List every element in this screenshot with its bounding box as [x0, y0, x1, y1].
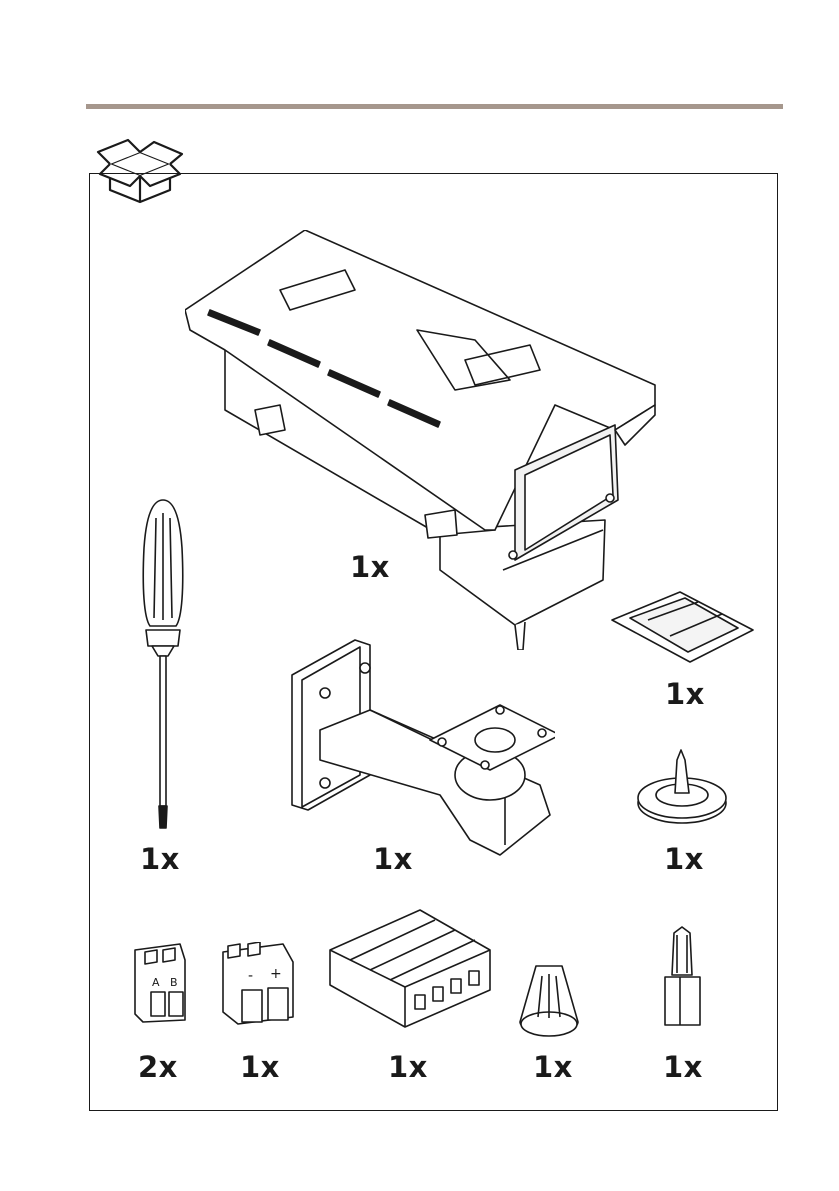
- desiccant-bag-illustration: [610, 590, 755, 665]
- cable-grommet-qty: 1x: [533, 1053, 573, 1082]
- cable-gasket-qty: 1x: [664, 845, 704, 874]
- torx-bit-illustration: [660, 925, 705, 1030]
- torx-screwdriver-qty: 1x: [140, 845, 180, 874]
- power-label-minus: -: [248, 968, 253, 984]
- power-connector-illustration: - +: [218, 942, 296, 1027]
- torx-bit-qty: 1x: [663, 1053, 703, 1082]
- torx-screwdriver-illustration: [138, 498, 188, 833]
- power-label-plus: +: [270, 966, 282, 982]
- desiccant-bag-qty: 1x: [665, 680, 705, 709]
- io-terminal-block-qty: 1x: [388, 1053, 428, 1082]
- rs485-label-b: B: [170, 976, 178, 989]
- wall-bracket-illustration: [290, 635, 555, 865]
- camera-housing-illustration: [185, 230, 660, 650]
- cable-grommet-illustration: [518, 962, 580, 1040]
- power-connector-qty: 1x: [240, 1053, 280, 1082]
- wall-bracket-qty: 1x: [373, 845, 413, 874]
- io-terminal-block-illustration: [325, 905, 495, 1030]
- rs485-connector-illustration: A B: [125, 942, 190, 1024]
- camera-housing-qty: 1x: [350, 553, 390, 582]
- rs485-connector-qty: 2x: [138, 1053, 178, 1082]
- rs485-label-a: A: [152, 976, 160, 989]
- cable-gasket-illustration: [635, 748, 730, 828]
- header-rule: [86, 104, 783, 109]
